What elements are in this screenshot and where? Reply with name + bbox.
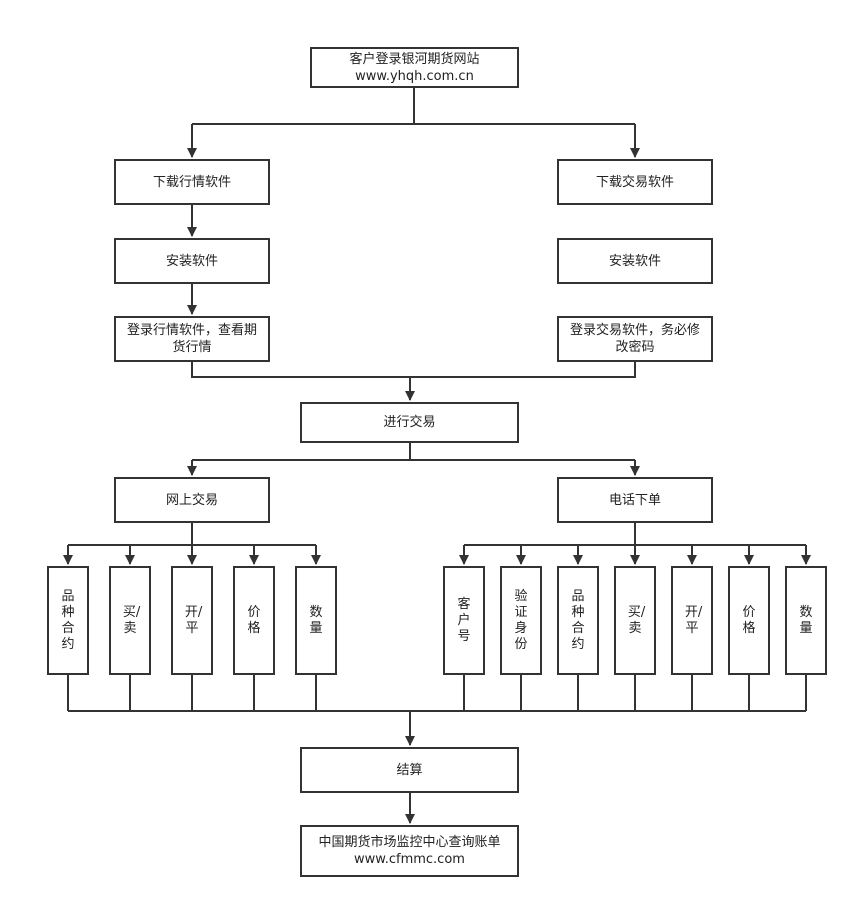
online-item-price: 价格 (233, 566, 275, 675)
online-item-quantity: 数量 (295, 566, 337, 675)
phone-item-open-close: 开/平 (671, 566, 713, 675)
install-software-right-node: 安装软件 (557, 238, 713, 284)
phone-item-contract: 品种合约 (557, 566, 599, 675)
conduct-trade-node: 进行交易 (300, 402, 519, 443)
login-quote-software-node: 登录行情软件，查看期 货行情 (114, 316, 270, 362)
online-item-buy-sell: 买/卖 (109, 566, 151, 675)
phone-item-verify-id: 验证身份 (500, 566, 542, 675)
connector-7 (191, 362, 636, 378)
install-software-left-node: 安装软件 (114, 238, 270, 284)
login-trade-software-node: 登录交易软件，务必修 改密码 (557, 316, 713, 362)
settlement-node: 结算 (300, 747, 519, 793)
cfmmc-query-node: 中国期货市场监控中心查询账单 www.cfmmc.com (300, 825, 519, 877)
phone-order-node: 电话下单 (557, 477, 713, 523)
online-item-contract: 品种合约 (47, 566, 89, 675)
phone-item-buy-sell: 买/卖 (614, 566, 656, 675)
phone-item-quantity: 数量 (785, 566, 827, 675)
online-item-open-close: 开/平 (171, 566, 213, 675)
online-trading-node: 网上交易 (114, 477, 270, 523)
phone-item-price: 价格 (728, 566, 770, 675)
phone-item-client-no: 客户号 (443, 566, 485, 675)
download-trade-software-node: 下载交易软件 (557, 159, 713, 205)
download-quote-software-node: 下载行情软件 (114, 159, 270, 205)
login-website-node: 客户登录银河期货网站 www.yhqh.com.cn (310, 47, 519, 88)
